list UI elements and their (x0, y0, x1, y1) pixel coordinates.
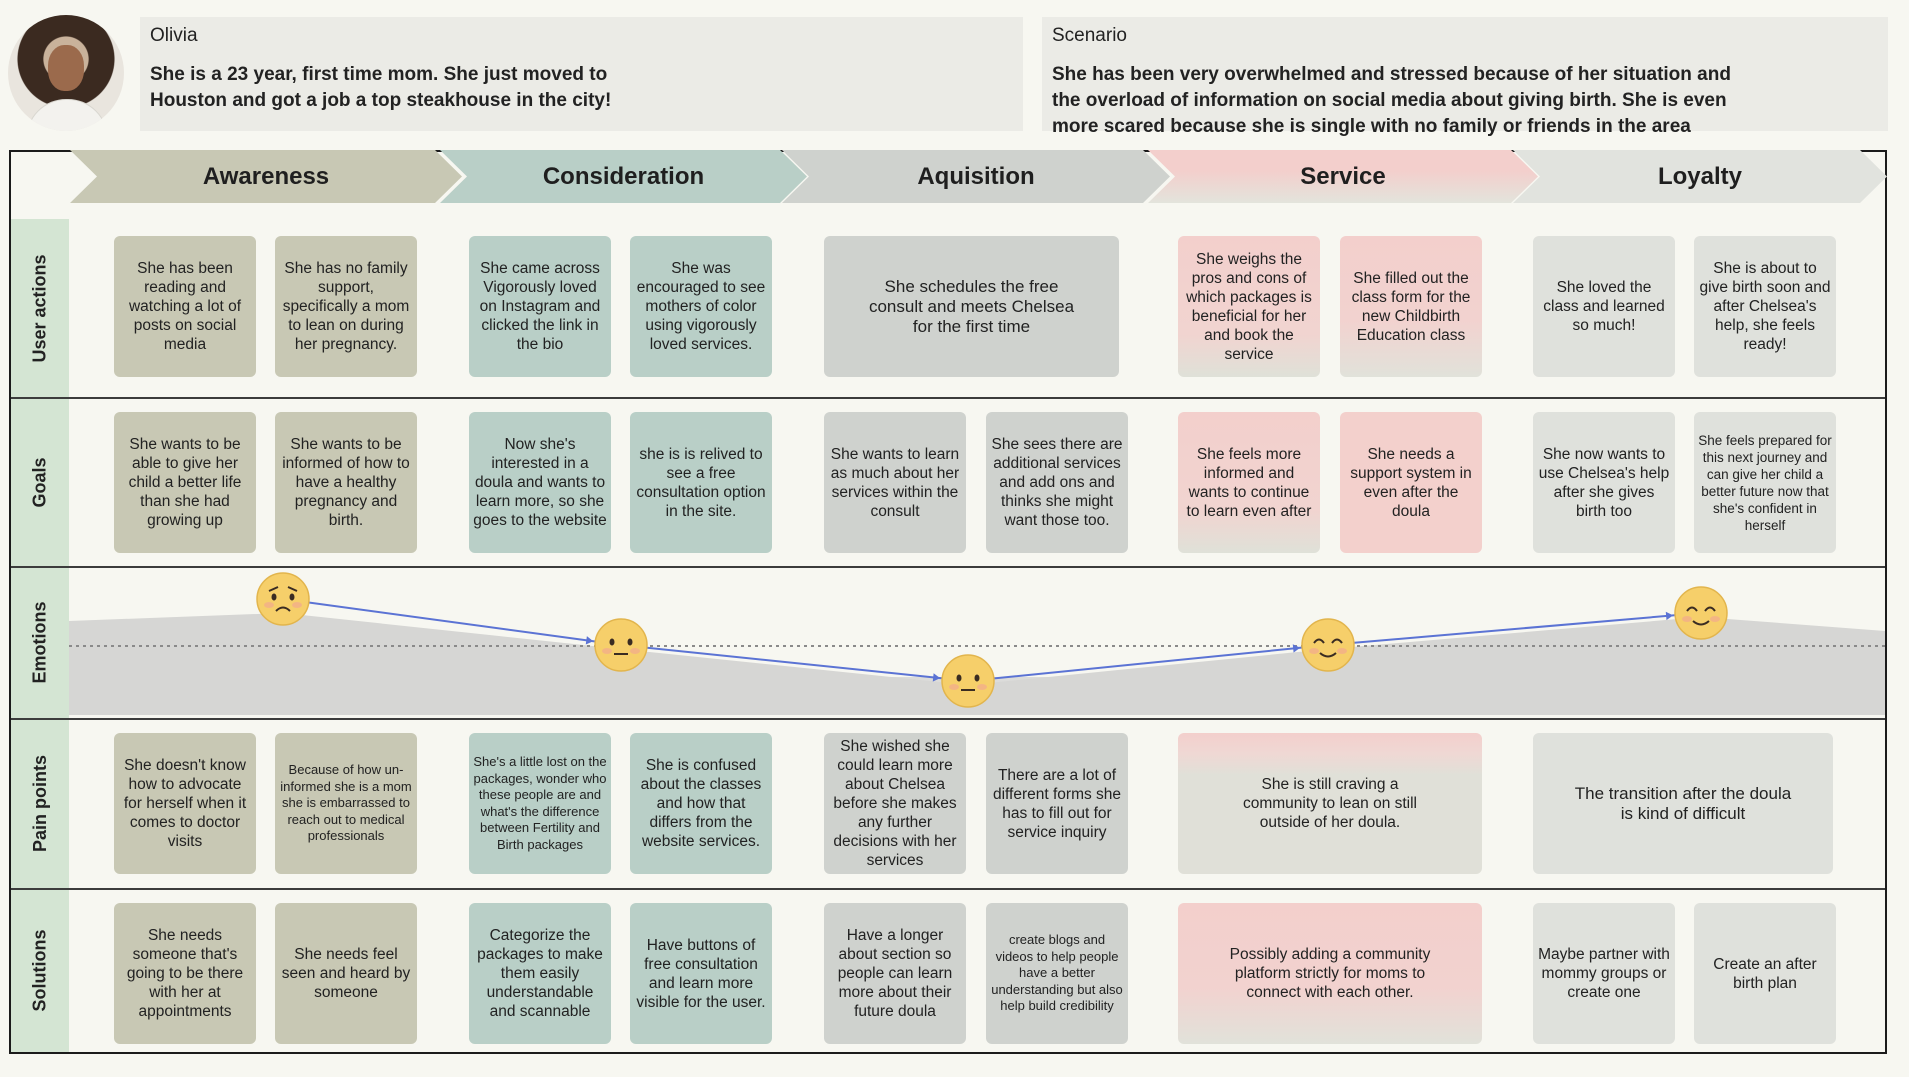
row-label-solutions: Solutions (11, 889, 69, 1052)
pain-point-card: She wished she could learn more about Ch… (824, 733, 966, 874)
scenario-title: Scenario (1052, 25, 1127, 46)
persona-avatar (8, 15, 124, 131)
emotion-arrowhead (585, 636, 594, 645)
goal-card: She feels more informed and wants to con… (1178, 412, 1320, 553)
user-action-card: She weighs the pros and cons of which pa… (1178, 236, 1320, 377)
pain-point-card: The transition after the doula is kind o… (1533, 733, 1833, 874)
emotion-arrowhead (1292, 644, 1301, 653)
row-label-pain-points: Pain points (11, 719, 69, 888)
emotion-arrowhead (932, 673, 941, 682)
pain-point-card: She's a little lost on the packages, won… (469, 733, 611, 874)
scenario-description: She has been very overwhelmed and stress… (1052, 64, 1731, 137)
user-action-card: She loved the class and learned so much! (1533, 236, 1675, 377)
pain-point-card: Because of how un-informed she is a mom … (275, 733, 417, 874)
solution-card: Have a longer about section so people ca… (824, 903, 966, 1044)
worried-face-icon (256, 572, 310, 626)
goal-card: She feels prepared for this next journey… (1694, 412, 1836, 553)
neutral-face-icon (594, 618, 648, 672)
solution-card: Categorize the packages to make them eas… (469, 903, 611, 1044)
user-action-card: She came across Vigorously loved on Inst… (469, 236, 611, 377)
solution-card: Have buttons of free consultation and le… (630, 903, 772, 1044)
goal-card: She wants to learn as much about her ser… (824, 412, 966, 553)
solution-card: She needs feel seen and heard by someone (275, 903, 417, 1044)
persona-name: Olivia (150, 25, 198, 46)
persona-description: She is a 23 year, first time mom. She ju… (150, 64, 612, 111)
pain-point-card: There are a lot of different forms she h… (986, 733, 1128, 874)
smiling-face-icon (1674, 586, 1728, 640)
smiling-face-icon (1301, 618, 1355, 672)
row-label-user-actions: User actions (11, 219, 69, 397)
pain-point-card: She is still craving a community to lean… (1178, 733, 1482, 874)
goal-card: She wants to be able to give her child a… (114, 412, 256, 553)
persona-card: Olivia She is a 23 year, first time mom.… (140, 17, 1023, 131)
user-action-card: She is about to give birth soon and afte… (1694, 236, 1836, 377)
avatar-shirt (26, 99, 108, 131)
solution-card: create blogs and videos to help people h… (986, 903, 1128, 1044)
goal-card: She now wants to use Chelsea's help afte… (1533, 412, 1675, 553)
goal-card: She needs a support system in even after… (1340, 412, 1482, 553)
stage-awareness: Awareness (70, 150, 462, 203)
user-action-card: She has been reading and watching a lot … (114, 236, 256, 377)
goal-card: She wants to be informed of how to have … (275, 412, 417, 553)
pain-point-card: She doesn't know how to advocate for her… (114, 733, 256, 874)
solution-card: She needs someone that's going to be the… (114, 903, 256, 1044)
user-action-card: She has no family support, specifically … (275, 236, 417, 377)
user-action-card: She filled out the class form for the ne… (1340, 236, 1482, 377)
emotion-terrain (69, 613, 1885, 715)
row-divider (11, 888, 1885, 890)
goal-card: Now she's interested in a doula and want… (469, 412, 611, 553)
emotion-curve (69, 572, 1885, 715)
row-divider (11, 397, 1885, 399)
stage-consideration: Consideration (440, 150, 807, 203)
goal-card: She sees there are additional services a… (986, 412, 1128, 553)
avatar-face (48, 45, 84, 91)
stage-loyalty: Loyalty (1513, 150, 1887, 203)
goal-card: she is is relived to see a free consulta… (630, 412, 772, 553)
pain-point-card: She is confused about the classes and ho… (630, 733, 772, 874)
row-label-emotions: Emotions (11, 567, 69, 718)
stage-service: Service (1148, 150, 1538, 203)
solution-card: Possibly adding a community platform str… (1178, 903, 1482, 1044)
row-divider (11, 566, 1885, 568)
stage-aquisition: Aquisition (782, 150, 1170, 203)
user-action-card: She was encouraged to see mothers of col… (630, 236, 772, 377)
solution-card: Create an after birth plan (1694, 903, 1836, 1044)
scenario-card: Scenario She has been very overwhelmed a… (1042, 17, 1888, 137)
neutral-face-icon (941, 654, 995, 708)
row-label-goals: Goals (11, 398, 69, 566)
user-action-card: She schedules the free consult and meets… (824, 236, 1119, 377)
row-divider (11, 718, 1885, 720)
emotion-arrowhead (1665, 611, 1674, 621)
solution-card: Maybe partner with mommy groups or creat… (1533, 903, 1675, 1044)
